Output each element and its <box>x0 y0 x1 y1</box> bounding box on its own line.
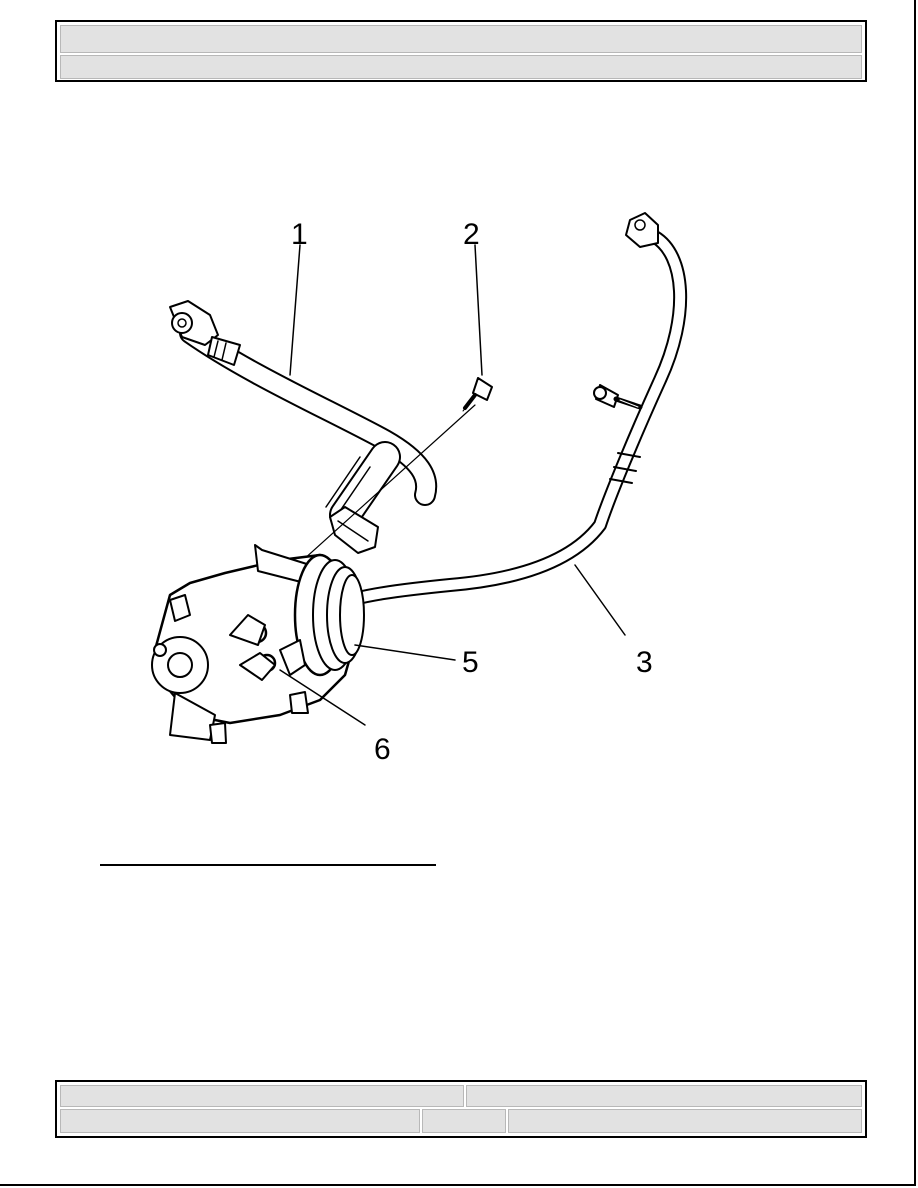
callout-5: 5 <box>462 646 479 679</box>
footer-cell-bottom-right <box>508 1109 862 1133</box>
callout-3: 3 <box>636 646 653 679</box>
header-title-row <box>60 25 862 53</box>
footer-cell-left <box>60 1085 464 1107</box>
footer-cell-bottom-left <box>60 1109 420 1133</box>
compressor <box>151 544 365 744</box>
header-subtitle-row <box>60 55 862 79</box>
header-bar <box>55 20 867 82</box>
callout-1: 1 <box>291 218 308 251</box>
horizontal-rule <box>100 864 436 866</box>
callout-2: 2 <box>463 218 480 251</box>
footer-cell-bottom-middle <box>422 1109 506 1133</box>
suction-hose <box>169 300 438 554</box>
ac-compressor-hose-illustration <box>130 195 690 775</box>
footer-cell-right <box>466 1085 862 1107</box>
footer-bar <box>55 1080 867 1138</box>
callout-6: 6 <box>374 733 391 766</box>
